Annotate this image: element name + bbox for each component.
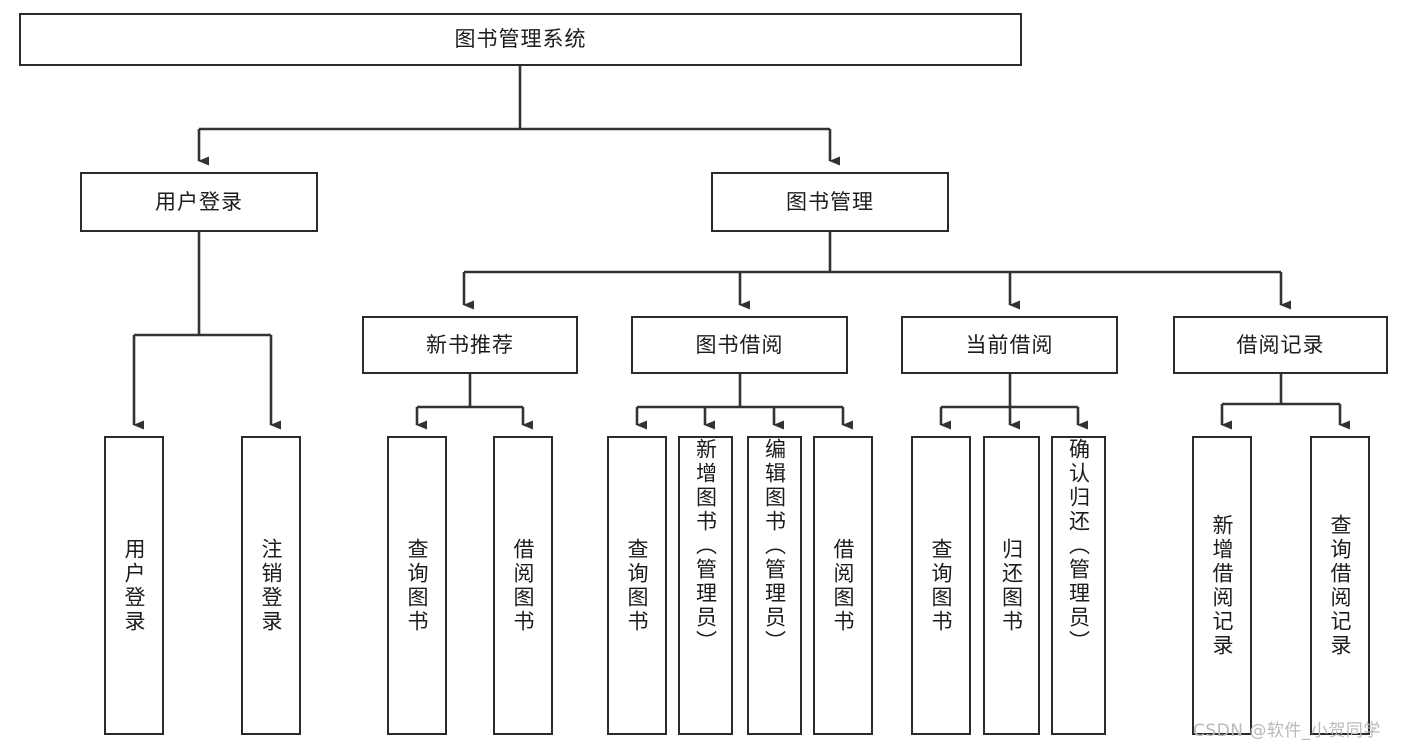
node-label: 借阅图书: [831, 537, 856, 634]
node-book-management[interactable]: 图书管理: [711, 172, 949, 232]
node-label: 注销登录: [259, 537, 284, 634]
node-label: 查询图书: [625, 537, 650, 634]
leaf-logout[interactable]: 注销登录: [241, 436, 301, 735]
csdn-watermark: CSDN @软件_小贺同学: [1193, 721, 1381, 741]
leaf-record-add-record[interactable]: 新增借阅记录: [1192, 436, 1252, 735]
node-label: 图书借阅: [695, 332, 784, 357]
node-label: 编辑图书（管理员）: [762, 438, 787, 654]
node-label: 用户登录: [155, 189, 243, 214]
node-label: 新增借阅记录: [1210, 513, 1235, 658]
leaf-borrow-lend-book[interactable]: 借阅图书: [813, 436, 873, 735]
node-label: 查询图书: [405, 537, 430, 634]
node-label: 确认归还（管理员）: [1066, 438, 1091, 654]
leaf-current-query-book[interactable]: 查询图书: [911, 436, 971, 735]
node-label: 查询借阅记录: [1328, 513, 1353, 658]
node-label: 归还图书: [999, 537, 1024, 634]
leaf-record-query-record[interactable]: 查询借阅记录: [1310, 436, 1370, 735]
leaf-borrow-add-book-admin[interactable]: 新增图书（管理员）: [678, 436, 733, 735]
node-label: 当前借阅: [965, 332, 1054, 357]
leaf-borrow-query-book[interactable]: 查询图书: [607, 436, 667, 735]
leaf-current-return-book[interactable]: 归还图书: [983, 436, 1040, 735]
leaf-current-confirm-return-admin[interactable]: 确认归还（管理员）: [1051, 436, 1106, 735]
node-borrow-record[interactable]: 借阅记录: [1173, 316, 1388, 374]
node-label: 图书管理: [786, 189, 874, 214]
node-new-book-recommend[interactable]: 新书推荐: [362, 316, 578, 374]
node-current-borrow[interactable]: 当前借阅: [901, 316, 1118, 374]
node-label: 新书推荐: [426, 332, 514, 357]
leaf-newbook-query-book[interactable]: 查询图书: [387, 436, 447, 735]
node-root-system[interactable]: 图书管理系统: [19, 13, 1022, 66]
node-label: 图书管理系统: [454, 27, 587, 52]
node-label: 借阅记录: [1236, 332, 1325, 357]
node-label: 借阅图书: [511, 537, 536, 634]
node-user-login[interactable]: 用户登录: [80, 172, 318, 232]
node-label: 用户登录: [122, 537, 147, 634]
node-label: 查询图书: [929, 537, 954, 634]
leaf-borrow-edit-book-admin[interactable]: 编辑图书（管理员）: [747, 436, 802, 735]
leaf-newbook-borrow-book[interactable]: 借阅图书: [493, 436, 553, 735]
node-label: 新增图书（管理员）: [693, 438, 718, 654]
node-book-borrow[interactable]: 图书借阅: [631, 316, 848, 374]
leaf-user-login[interactable]: 用户登录: [104, 436, 164, 735]
